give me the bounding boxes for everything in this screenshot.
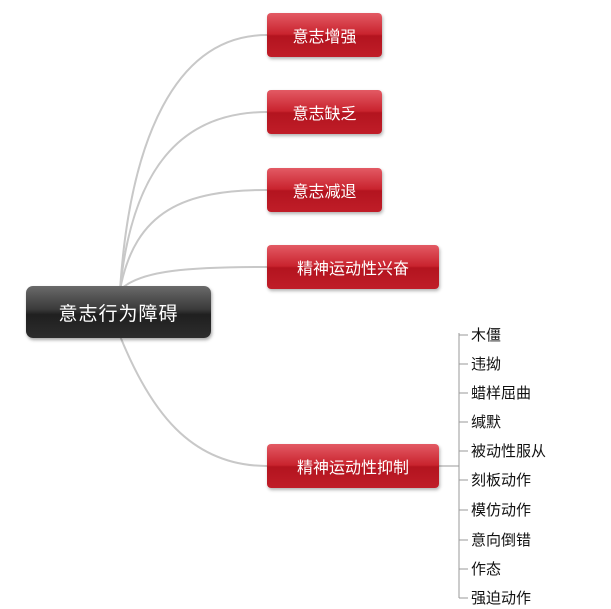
leaf-node[interactable]: 木僵: [471, 326, 502, 344]
leaf-node[interactable]: 缄默: [471, 413, 502, 431]
leaf-node[interactable]: 意向倒错: [471, 531, 532, 549]
leaf-node[interactable]: 被动性服从: [471, 442, 547, 460]
leaf-node[interactable]: 违拗: [471, 355, 502, 373]
connector-branch-2: [119, 111, 268, 291]
root-node[interactable]: 意志行为障碍: [26, 286, 211, 338]
branch-node-1[interactable]: 意志增强: [267, 13, 382, 57]
connector-branch-5: [119, 335, 268, 467]
leaf-node[interactable]: 蜡样屈曲: [471, 384, 532, 402]
leaf-node[interactable]: 刻板动作: [471, 471, 532, 489]
connector-branch-4: [119, 266, 268, 291]
branch-node-2[interactable]: 意志缺乏: [267, 90, 382, 134]
branch-node-3[interactable]: 意志减退: [267, 168, 382, 212]
leaf-node[interactable]: 强迫动作: [471, 589, 532, 607]
branch-node-4[interactable]: 精神运动性兴奋: [267, 245, 439, 289]
leaf-node[interactable]: 作态: [471, 560, 502, 578]
branch-node-5[interactable]: 精神运动性抑制: [267, 444, 439, 488]
connector-branch-3: [119, 189, 268, 291]
connector-branch-1: [119, 34, 268, 291]
leaf-node[interactable]: 模仿动作: [471, 501, 532, 519]
